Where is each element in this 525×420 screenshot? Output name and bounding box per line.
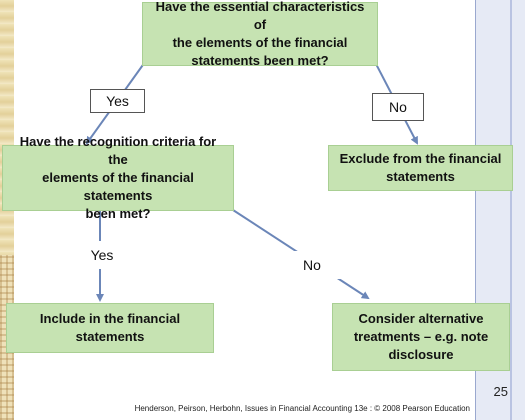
- yes-label-2: Yes: [74, 241, 130, 269]
- include-box: Include in the financial statements: [6, 303, 214, 353]
- question-essential-characteristics: Have the essential characteristics of th…: [142, 0, 378, 68]
- no-label-2: No: [280, 251, 344, 279]
- no-label-1: No: [372, 93, 424, 121]
- page-number: 25: [493, 384, 508, 399]
- exclude-box: Exclude from the financial statements: [328, 145, 513, 191]
- footer-citation: Henderson, Peirson, Herbohn, Issues in F…: [134, 404, 470, 413]
- consider-alternative-box: Consider alternative treatments – e.g. n…: [332, 303, 510, 371]
- question-recognition-criteria: Have the recognition criteria for the el…: [2, 134, 234, 221]
- yes-label-1: Yes: [90, 89, 145, 113]
